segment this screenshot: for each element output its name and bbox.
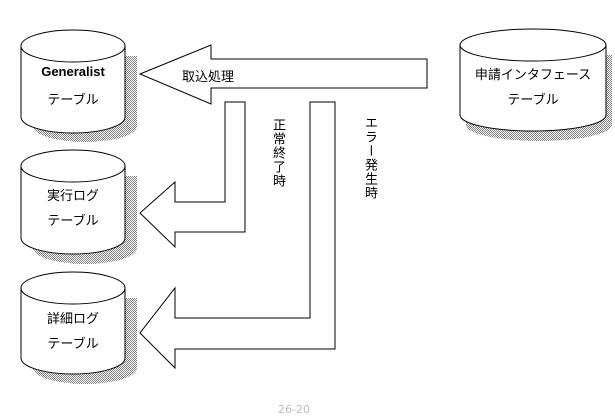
import-arrow-label: 取込処理 (182, 70, 235, 85)
execution-log-table-cylinder (20, 149, 137, 264)
error-arrow-label: エラー発生時 (362, 116, 377, 200)
detail-log-table-suffix: テーブル (47, 337, 99, 352)
detail-log-table-cylinder (20, 271, 137, 384)
application-interface-table-suffix: テーブル (507, 93, 559, 108)
application-interface-table-cylinder (459, 28, 612, 141)
normal-end-arrow-label: 正常終了時 (270, 118, 285, 188)
execution-log-table-suffix: テーブル (47, 214, 99, 229)
detail-log-table-name: 詳細ログ (46, 312, 99, 327)
generalist-table-suffix: テーブル (47, 93, 99, 108)
import-arrow (138, 44, 428, 105)
error-arrow (139, 101, 336, 370)
application-interface-table-name: 申請インタフェース (474, 68, 592, 83)
page-number: 26-20 (278, 403, 310, 416)
normal-end-arrow (139, 101, 246, 249)
generalist-table-cylinder (20, 29, 137, 142)
execution-log-table-name: 実行ログ (46, 189, 99, 204)
generalist-table-name: Generalist (41, 64, 105, 79)
